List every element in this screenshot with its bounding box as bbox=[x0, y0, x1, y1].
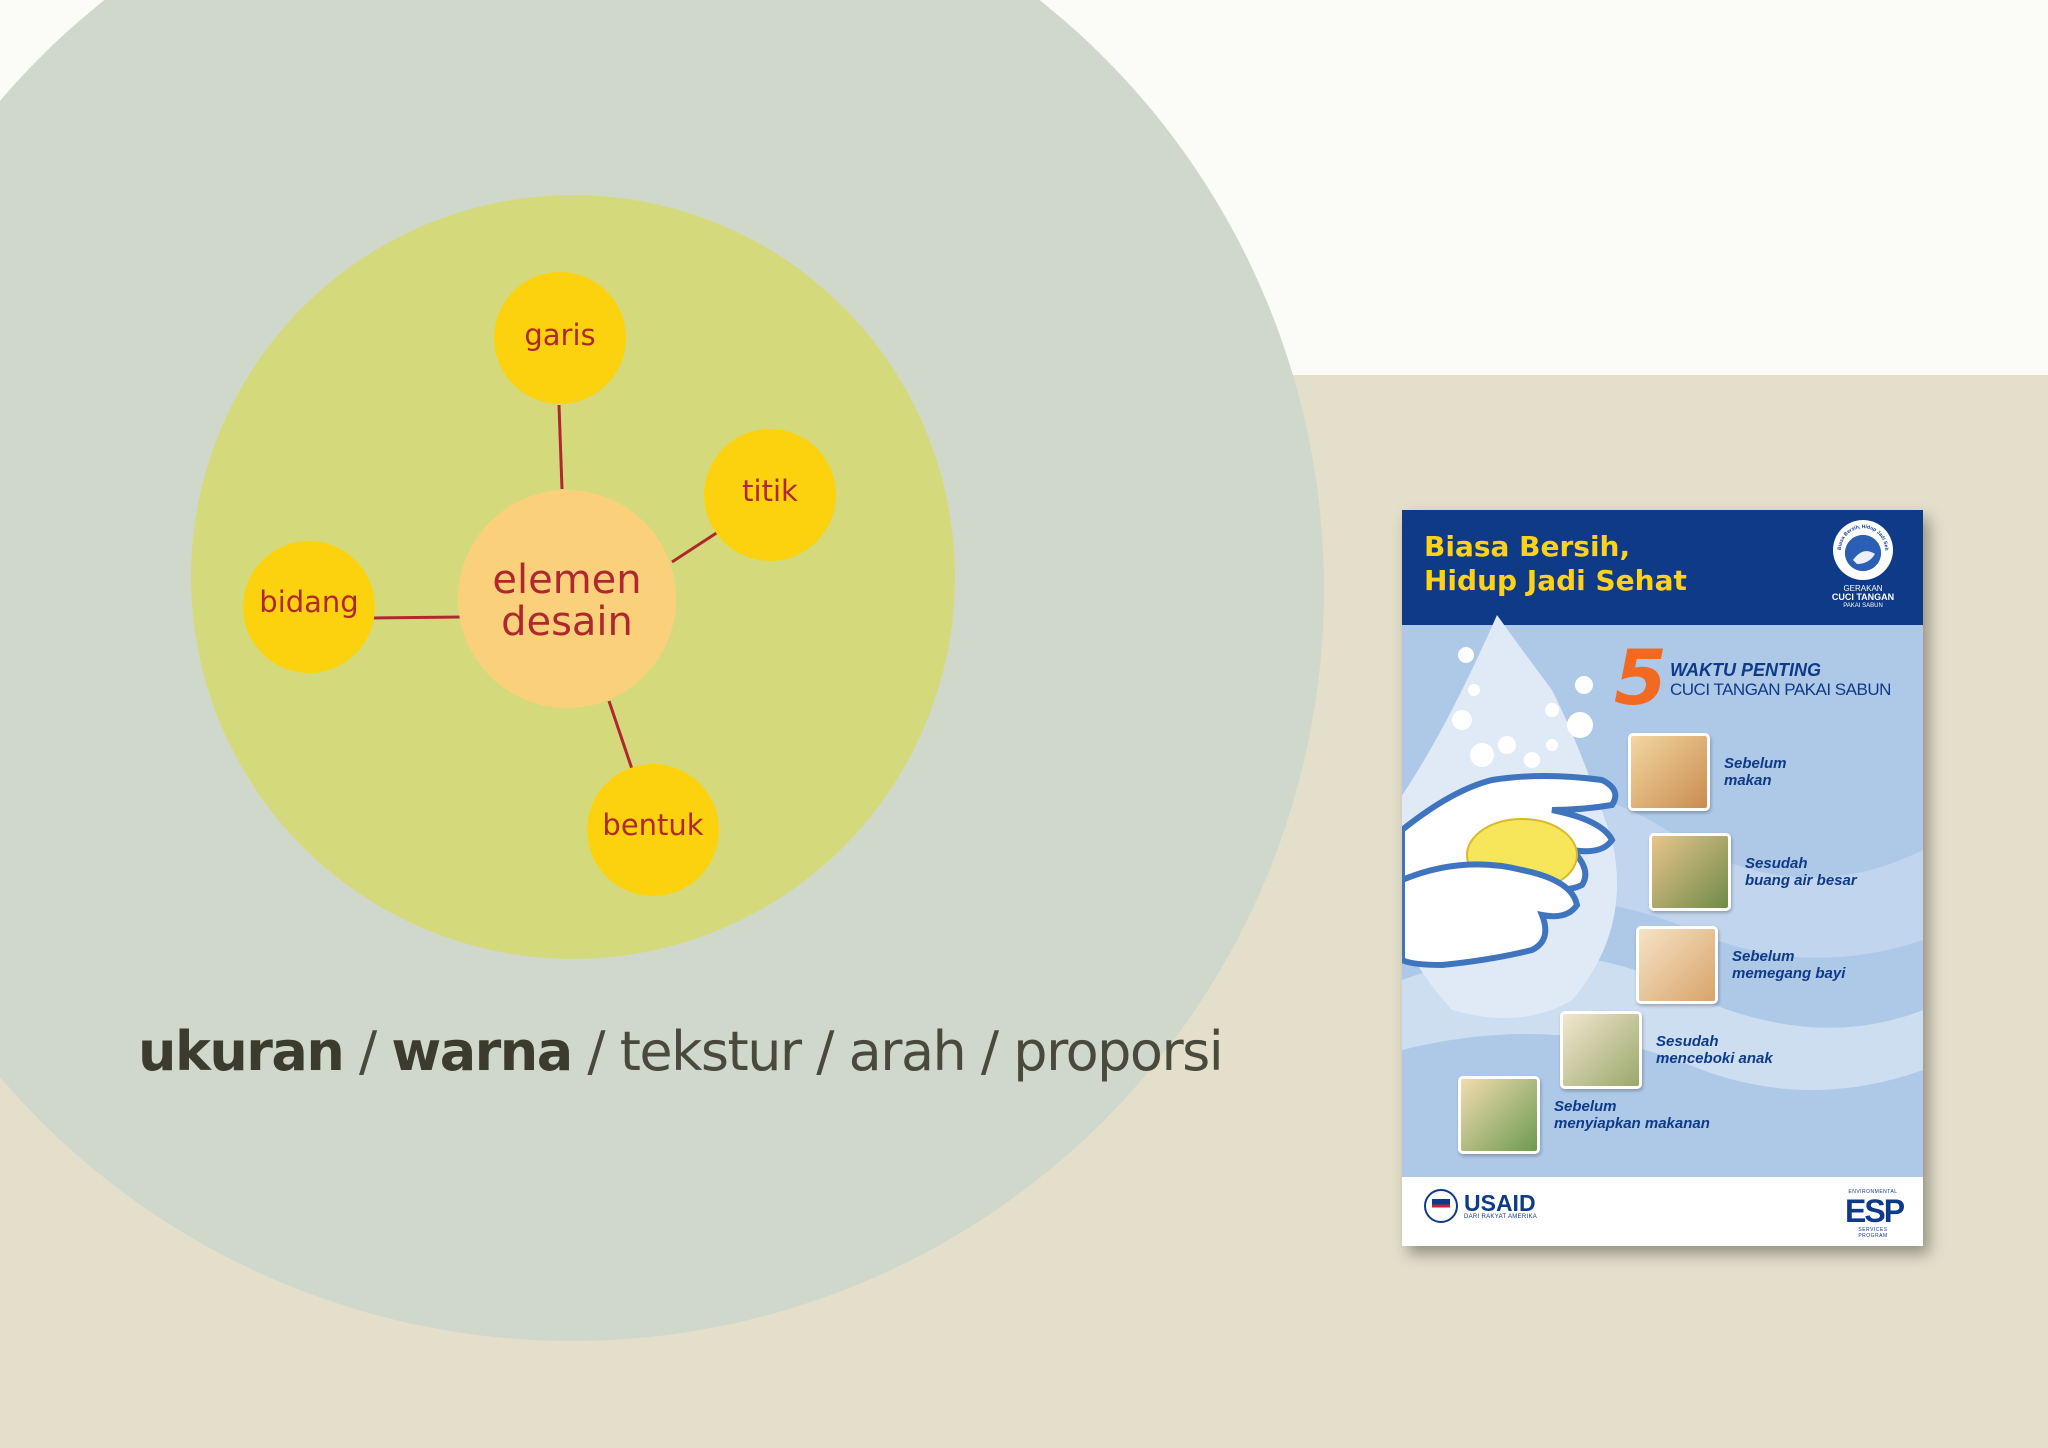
bubble-icon bbox=[1524, 752, 1540, 768]
badge-arc-text: Biasa Bersih, Hidup Jadi Sehat bbox=[1832, 516, 1889, 564]
bubble-icon bbox=[1567, 712, 1593, 738]
bubble-icon bbox=[1470, 743, 1494, 767]
bubble-icon bbox=[1575, 676, 1593, 694]
moment-label: Sebelum memegang bayi bbox=[1732, 948, 1846, 982]
center-node bbox=[458, 490, 676, 708]
center-label-line2: desain bbox=[501, 599, 633, 645]
subtitle-line1: WAKTU PENTING bbox=[1670, 660, 1821, 680]
moment-item: Sesudah menceboki anak bbox=[1560, 1011, 1773, 1089]
hand-badge-icon: Biasa Bersih, Hidup Jadi Sehat bbox=[1832, 516, 1893, 580]
moment-illustration-icon bbox=[1636, 926, 1718, 1004]
center-label-line1: elemen bbox=[492, 557, 641, 603]
connector-bentuk bbox=[607, 700, 635, 773]
attr-separator: / bbox=[571, 1020, 620, 1083]
bubble-icon bbox=[1545, 703, 1559, 717]
logo-line1: GERAKAN bbox=[1843, 584, 1883, 593]
esp-bottom-text: SERVICES PROGRAM bbox=[1858, 1227, 1888, 1239]
attr-arah: arah bbox=[848, 1020, 967, 1083]
usaid-logo: USAID DARI RAKYAT AMERIKA bbox=[1424, 1189, 1537, 1223]
design-attributes-line: ukuran / warna / tekstur / arah / propor… bbox=[138, 1020, 1224, 1083]
attr-tekstur: tekstur bbox=[619, 1020, 802, 1083]
subtitle-line2: CUCI TANGAN PAKAI SABUN bbox=[1670, 680, 1891, 699]
poster-title-line1: Biasa Bersih, bbox=[1424, 530, 1631, 563]
bubble-icon bbox=[1458, 647, 1474, 663]
hand-icon bbox=[1402, 861, 1581, 969]
usaid-seal-icon bbox=[1424, 1189, 1458, 1223]
connector-garis bbox=[557, 404, 564, 490]
attr-proporsi: proporsi bbox=[1013, 1020, 1223, 1083]
moment-label: Sesudah menceboki anak bbox=[1656, 1033, 1773, 1067]
moment-illustration-icon bbox=[1560, 1011, 1642, 1089]
moment-label: Sesudah buang air besar bbox=[1745, 855, 1857, 889]
campaign-logo: Biasa Bersih, Hidup Jadi Sehat GERAKAN C… bbox=[1821, 516, 1905, 611]
node-titik bbox=[704, 429, 836, 561]
moment-item: Sebelum menyiapkan makanan bbox=[1458, 1076, 1710, 1154]
attr-ukuran: ukuran bbox=[138, 1020, 345, 1083]
esp-logo: ENVIRONMENTAL ESP SERVICES PROGRAM bbox=[1845, 1189, 1905, 1239]
node-bidang bbox=[243, 541, 375, 673]
usaid-wordmark: USAID bbox=[1464, 1190, 1536, 1216]
node-bentuk bbox=[587, 764, 719, 896]
node-bentuk-label: bentuk bbox=[602, 808, 703, 842]
moment-illustration-icon bbox=[1649, 833, 1731, 911]
attr-separator: / bbox=[965, 1020, 1014, 1083]
moment-illustration-icon bbox=[1628, 733, 1710, 811]
moment-item: Sebelum memegang bayi bbox=[1636, 926, 1845, 1004]
connector-titik bbox=[671, 530, 719, 564]
number-five: 5 bbox=[1614, 633, 1667, 722]
poster-footer: USAID DARI RAKYAT AMERIKA ENVIRONMENTAL … bbox=[1402, 1177, 1923, 1246]
bubble-icon bbox=[1498, 736, 1516, 754]
esp-wordmark: ESP bbox=[1845, 1193, 1905, 1229]
node-garis-label: garis bbox=[524, 318, 595, 352]
poster-header: Biasa Bersih, Hidup Jadi Sehat Biasa Ber… bbox=[1402, 510, 1923, 625]
bubble-icon bbox=[1452, 710, 1472, 730]
node-bidang-label: bidang bbox=[259, 585, 358, 619]
logo-line3: PAKAI SABUN bbox=[1843, 603, 1883, 609]
moment-label: Sebelum menyiapkan makanan bbox=[1554, 1098, 1710, 1132]
usaid-tagline: DARI RAKYAT AMERIKA bbox=[1464, 1214, 1538, 1220]
node-garis bbox=[494, 272, 626, 404]
node-titik-label: titik bbox=[742, 474, 798, 508]
connector-bidang bbox=[372, 615, 463, 620]
handwashing-poster: Biasa Bersih, Hidup Jadi Sehat Biasa Ber… bbox=[1402, 510, 1923, 1246]
attr-separator: / bbox=[343, 1020, 392, 1083]
attr-separator: / bbox=[800, 1020, 849, 1083]
bubble-icon bbox=[1468, 684, 1480, 696]
moment-illustration-icon bbox=[1458, 1076, 1540, 1154]
poster-title: Biasa Bersih, Hidup Jadi Sehat bbox=[1424, 530, 1687, 598]
moment-item: Sesudah buang air besar bbox=[1649, 833, 1857, 911]
esp-top-text: ENVIRONMENTAL bbox=[1848, 1189, 1898, 1195]
moment-label: Sebelum makan bbox=[1724, 755, 1787, 789]
bubble-icon bbox=[1546, 739, 1558, 751]
moment-item: Sebelum makan bbox=[1628, 733, 1787, 811]
attr-warna: warna bbox=[391, 1020, 573, 1083]
poster-title-line2: Hidup Jadi Sehat bbox=[1424, 564, 1687, 597]
logo-line2: CUCI TANGAN bbox=[1831, 592, 1895, 602]
